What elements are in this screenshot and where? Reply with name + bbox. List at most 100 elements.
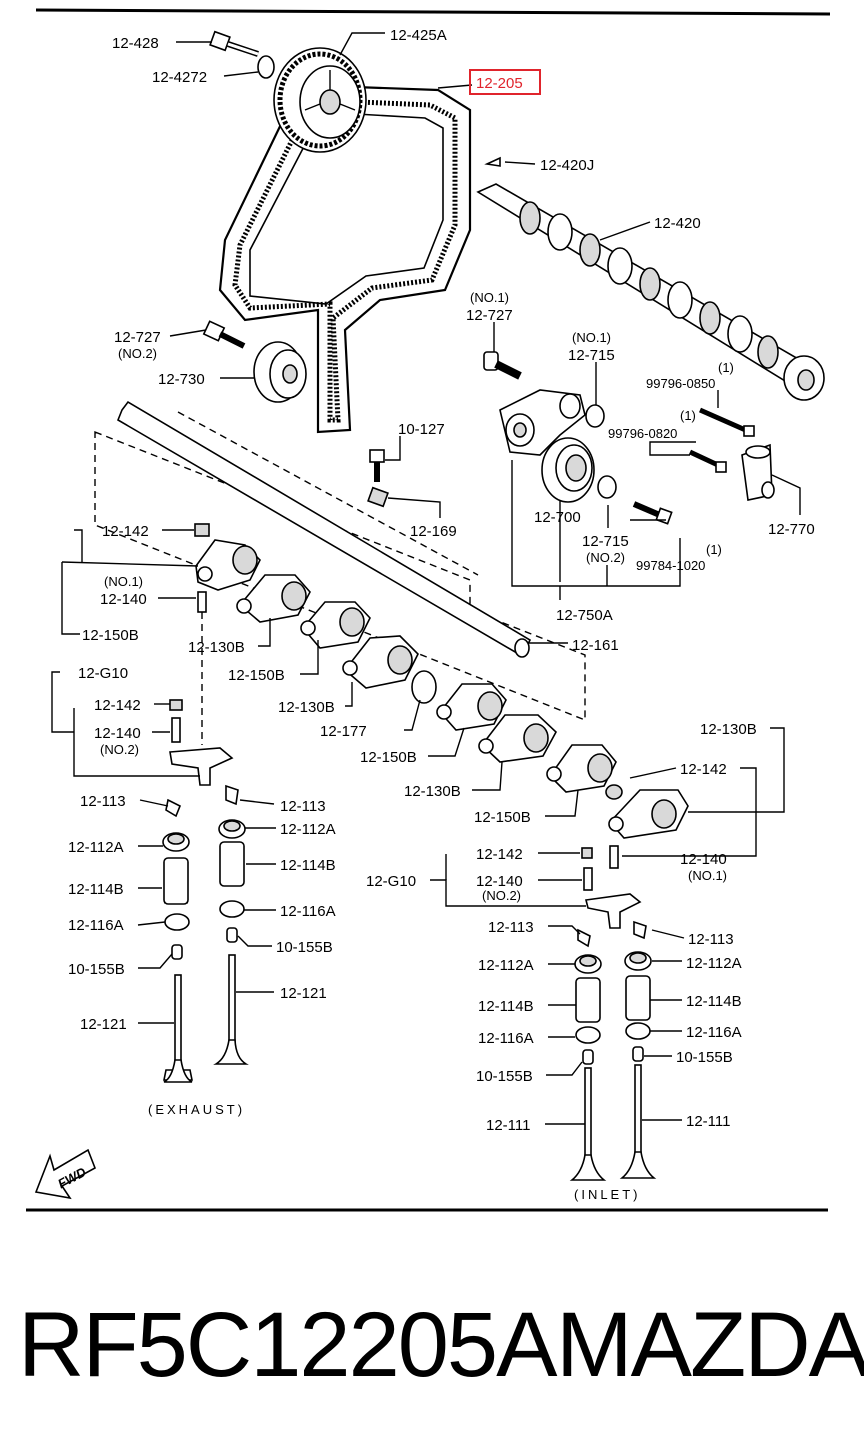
label-no2-140-b: (NO.2): [100, 742, 139, 757]
rocker-arm-6: [478, 714, 557, 763]
tensioner-washer-no2: [597, 475, 617, 499]
label-12-121-b: 12-121: [280, 985, 327, 1002]
tensioner-spring-bolts: [688, 407, 755, 473]
label-12-425A: 12-425A: [390, 27, 447, 44]
tensioner-bolt-no1: [483, 351, 522, 380]
idler-pulley: [253, 341, 307, 403]
label-12-150B-c: 12-150B: [360, 749, 417, 766]
label-12-4272: 12-4272: [152, 69, 207, 86]
rocker-shaft: [117, 400, 532, 658]
exhaust-valve-stack-left: [162, 798, 193, 1083]
label-12-114B-d: 12-114B: [686, 993, 742, 1010]
leader-lines: [51, 32, 801, 1125]
camshaft: [476, 183, 825, 401]
label-12-130B-c: 12-130B: [404, 783, 461, 800]
label-12-116A-a: 12-116A: [68, 917, 124, 934]
label-12-112A-a: 12-112A: [68, 839, 124, 856]
label-no2-727: (NO.2): [118, 346, 157, 361]
idler-bolt: [202, 320, 246, 349]
rocker-cover-outline: [94, 430, 586, 722]
label-12-114B-c: 12-114B: [478, 998, 534, 1015]
label-12-140-a: 12-140: [100, 591, 147, 608]
cover-bolt: [369, 449, 385, 482]
label-12-140-d: 12-140: [476, 873, 523, 890]
label-12-150B-d: 12-150B: [474, 809, 531, 826]
label-12-121-a: 12-121: [80, 1016, 127, 1033]
label-12-116A-d: 12-116A: [686, 1024, 742, 1041]
label-12-112A-b: 12-112A: [280, 821, 336, 838]
part-labels: 12-428 12-4272 12-425A 12-205 12-420J 12…: [68, 27, 815, 1202]
tensioner-bracket: [499, 389, 586, 456]
label-12-112A-c: 12-112A: [478, 957, 534, 974]
label-12-113-d: 12-113: [688, 931, 734, 948]
label-no2-715: (NO.2): [586, 550, 625, 565]
label-12-142-c: 12-142: [680, 761, 727, 778]
rocker-arm-5: [436, 683, 507, 731]
adjust-nut-3: [605, 784, 623, 800]
label-12-177: 12-177: [320, 723, 367, 740]
engine-valve-train-diagram: FWD: [26, 8, 831, 1212]
adjust-screw-2: [171, 717, 181, 743]
label-12-142-a: 12-142: [102, 523, 149, 540]
cover-nut: [367, 486, 389, 508]
adjust-screw-4: [583, 867, 593, 891]
label-10-127: 10-127: [398, 421, 445, 438]
tensioner-pulley: [541, 437, 595, 503]
inlet-valve-stack-left: [569, 928, 607, 1181]
rocker-arm-2: [236, 574, 311, 623]
pulley-washer: [257, 55, 275, 79]
label-12-727-right: 12-727: [466, 307, 513, 324]
label-12-730: 12-730: [158, 371, 205, 388]
part-number: RF5C12205A: [18, 1294, 557, 1396]
timing-belt: [218, 83, 472, 434]
label-12-116A-b: 12-116A: [280, 903, 336, 920]
label-12-142-b: 12-142: [94, 697, 141, 714]
top-border-line: [35, 8, 831, 16]
label-99796-0820: 99796-0820: [608, 426, 677, 441]
rocker-arm-3: [300, 601, 371, 649]
label-no2-140-d: (NO.2): [482, 888, 521, 903]
label-12-113-b: 12-113: [280, 798, 326, 815]
rocker-arm-8: [608, 789, 689, 839]
label-12-111-b: 12-111: [686, 1113, 730, 1130]
valve-bridge-inlet: [585, 893, 642, 929]
label-10-155B-b: 10-155B: [276, 939, 333, 956]
label-10-155B-c: 10-155B: [476, 1068, 533, 1085]
label-1-b: (1): [680, 408, 696, 423]
label-12-113-c: 12-113: [488, 919, 534, 936]
label-inlet: (INLET): [574, 1187, 641, 1202]
label-12-112A-d: 12-112A: [686, 955, 742, 972]
label-12-700: 12-700: [534, 509, 581, 526]
label-12-114B-b: 12-114B: [280, 857, 336, 874]
label-12-116A-c: 12-116A: [478, 1030, 534, 1047]
label-12-727-left: 12-727: [114, 329, 161, 346]
label-12-420J: 12-420J: [540, 157, 594, 174]
label-12-114B-a: 12-114B: [68, 881, 124, 898]
label-12-715-bottom: 12-715: [582, 533, 629, 550]
brand-name: MAZDA: [556, 1294, 864, 1396]
pulley-bolt: [209, 30, 259, 57]
label-99784-1020: 99784-1020: [636, 558, 705, 573]
label-12-111-a: 12-111: [486, 1117, 530, 1134]
label-10-155B-d: 10-155B: [676, 1049, 733, 1066]
footer-caption: RF5C12205A MAZDA: [0, 1290, 864, 1410]
valve-bridge-exhaust: [169, 747, 234, 786]
camshaft-pulley: [273, 47, 367, 153]
label-12-150B-b: 12-150B: [228, 667, 285, 684]
label-1-a: (1): [718, 360, 734, 375]
label-12-140-b: 12-140: [94, 725, 141, 742]
label-12-205: 12-205: [476, 75, 523, 92]
label-12-G10-a: 12-G10: [78, 665, 128, 682]
rocker-shaft-spacer: [411, 670, 437, 704]
label-no1-140-c: (NO.1): [688, 868, 727, 883]
tensioner-spring: [741, 443, 775, 501]
tensioner-washer-no1: [585, 404, 605, 428]
label-12-140-c: 12-140: [680, 851, 727, 868]
label-12-130B-b: 12-130B: [278, 699, 335, 716]
label-10-155B-a: 10-155B: [68, 961, 125, 978]
label-12-169: 12-169: [410, 523, 457, 540]
label-99796-0850: 99796-0850: [646, 376, 715, 391]
exhaust-valve-stack-right: [213, 784, 249, 1065]
label-1-c: (1): [706, 542, 722, 557]
inlet-valve-stack-right: [619, 920, 657, 1179]
